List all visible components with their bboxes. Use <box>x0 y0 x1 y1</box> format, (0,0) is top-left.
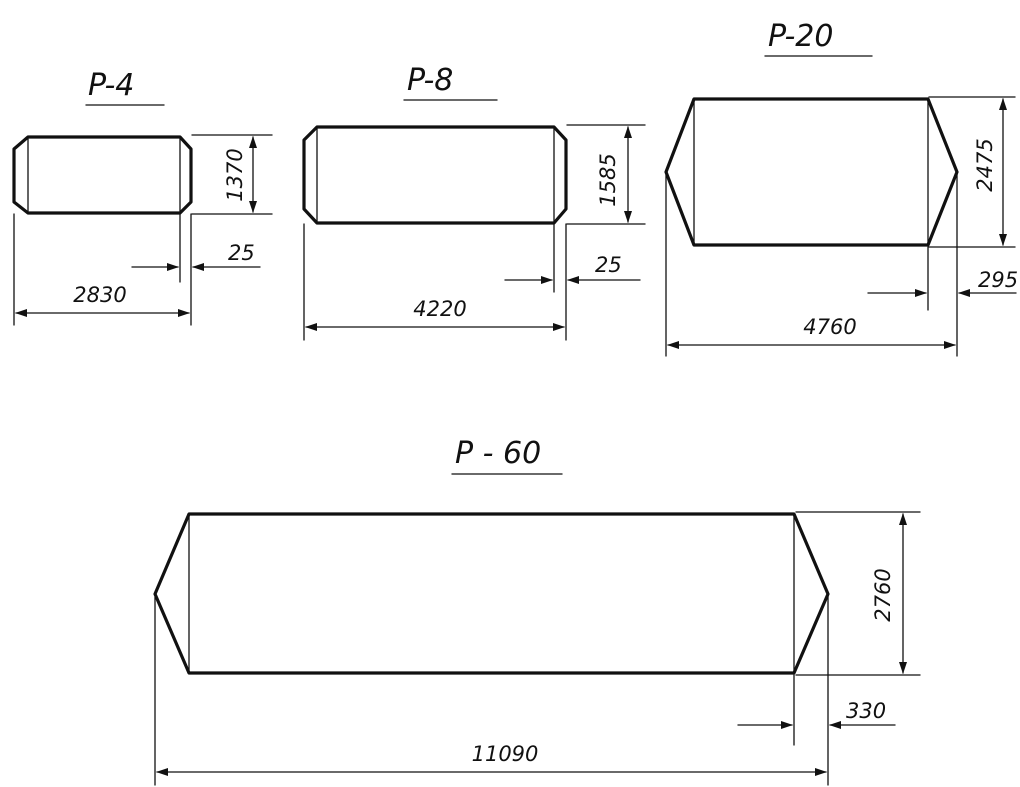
length-label: 11090 <box>472 742 539 766</box>
vessel-p8: P-8 1585 25 4220 <box>302 63 646 341</box>
head-depth-label: 25 <box>228 241 255 265</box>
vessel-outline <box>664 97 959 247</box>
vessel-outline <box>153 512 830 675</box>
diameter-label: 1585 <box>596 153 620 206</box>
head-depth-label: 330 <box>846 699 886 723</box>
head-depth-label: 25 <box>595 253 622 277</box>
vessel-title: P-20 <box>768 19 833 54</box>
vessel-outline <box>12 135 193 215</box>
vessel-outline <box>302 125 568 225</box>
vessel-p4: P-4 1370 25 2830 <box>12 68 273 326</box>
diameter-label: 2760 <box>871 568 895 621</box>
head-depth-label: 295 <box>978 268 1018 292</box>
vessel-title: P-8 <box>407 63 453 98</box>
diameter-label: 2475 <box>973 138 997 191</box>
length-label: 4220 <box>413 297 466 321</box>
vessel-title: P - 60 <box>455 436 541 471</box>
vessel-title: P-4 <box>88 68 134 103</box>
length-label: 2830 <box>73 283 126 307</box>
length-label: 4760 <box>803 315 856 339</box>
vessel-p20: P-20 2475 295 4760 <box>664 19 1018 357</box>
vessel-p60: P - 60 2760 330 11090 <box>153 436 921 786</box>
diameter-label: 1370 <box>223 148 247 201</box>
